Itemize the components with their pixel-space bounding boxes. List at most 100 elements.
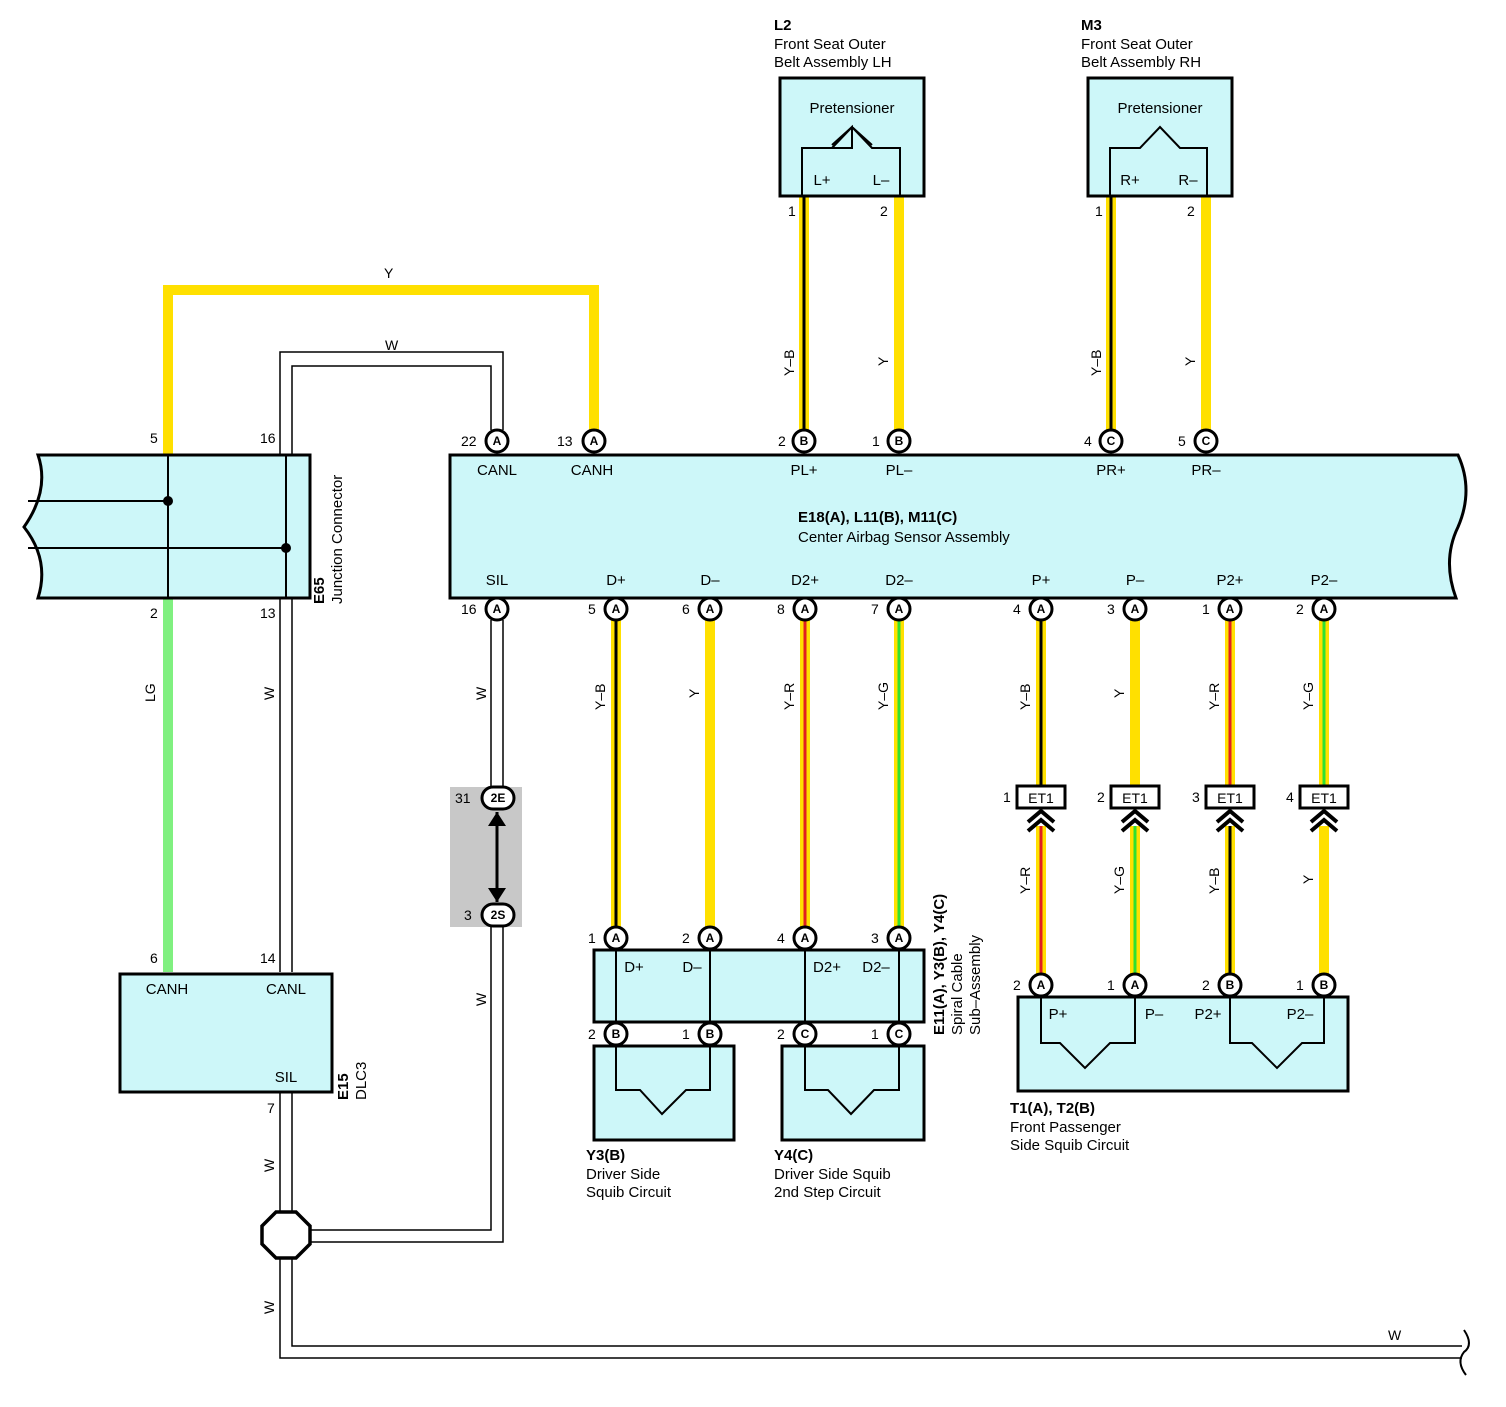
et1-connector-3: ET1 bbox=[1204, 784, 1256, 833]
m3-code: M3 bbox=[1081, 17, 1102, 34]
svg-text:1: 1 bbox=[1296, 977, 1304, 993]
wire-w-canl-inner bbox=[291, 365, 492, 455]
svg-text:Y–R: Y–R bbox=[1206, 683, 1222, 710]
svg-text:W: W bbox=[385, 337, 399, 353]
t1-component: P+ P– P2+ P2– T1(A), T2(B) Front Passeng… bbox=[1010, 995, 1350, 1154]
m3-pin-a: R+ bbox=[1120, 172, 1140, 189]
wires bbox=[163, 196, 1462, 1359]
y3-line1: Driver Side bbox=[586, 1166, 660, 1183]
spiral-code: E11(A), Y3(B), Y4(C) bbox=[931, 894, 948, 1035]
circle-y4-1: C bbox=[886, 1021, 912, 1047]
m3-pin-b: R– bbox=[1178, 172, 1198, 189]
t1-line2: Side Squib Circuit bbox=[1010, 1137, 1130, 1154]
y4-component: Y4(C) Driver Side Squib 2nd Step Circuit bbox=[774, 1044, 926, 1201]
svg-text:C: C bbox=[1202, 434, 1211, 448]
svg-text:1: 1 bbox=[588, 930, 596, 946]
circle-d2-minus: A bbox=[886, 596, 912, 622]
ecu-pin-d-minus: D– bbox=[700, 572, 720, 589]
svg-text:1: 1 bbox=[788, 203, 796, 219]
circle-2s: 2S bbox=[480, 902, 516, 928]
circle-canl: A bbox=[484, 428, 510, 454]
ecu-code: E18(A), L11(B), M11(C) bbox=[798, 509, 957, 526]
circle-p2-minus: A bbox=[1311, 596, 1337, 622]
svg-text:2E: 2E bbox=[491, 791, 506, 805]
svg-text:16: 16 bbox=[461, 601, 477, 617]
svg-text:22: 22 bbox=[461, 433, 477, 449]
svg-text:LG: LG bbox=[142, 683, 158, 702]
svg-text:2: 2 bbox=[880, 203, 888, 219]
svg-text:A: A bbox=[612, 931, 621, 945]
pin-numbers: 5 16 2 13 6 14 7 22 13 2 1 4 5 1 2 1 2 1… bbox=[150, 203, 1304, 1116]
wire-w-sil-down-b bbox=[310, 927, 504, 1243]
circle-pl-plus: B bbox=[791, 428, 817, 454]
svg-text:13: 13 bbox=[260, 605, 276, 621]
svg-text:1: 1 bbox=[1003, 789, 1011, 805]
junction-block-2e-2s bbox=[450, 787, 522, 927]
l2-line2: Belt Assembly LH bbox=[774, 54, 892, 71]
t1-pin-p2-plus: P2+ bbox=[1194, 1006, 1221, 1023]
svg-text:2: 2 bbox=[1202, 977, 1210, 993]
ecu-pin-pr-minus: PR– bbox=[1191, 462, 1221, 479]
svg-text:A: A bbox=[801, 931, 810, 945]
spiral-pin-d2-plus: D2+ bbox=[813, 959, 841, 976]
svg-text:Y: Y bbox=[1300, 874, 1316, 884]
svg-text:2: 2 bbox=[588, 1026, 596, 1042]
circle-pr-plus: C bbox=[1098, 428, 1124, 454]
circle-p-plus: A bbox=[1028, 596, 1054, 622]
svg-text:A: A bbox=[895, 931, 904, 945]
svg-text:A: A bbox=[612, 602, 621, 616]
svg-text:ET1: ET1 bbox=[1028, 790, 1054, 806]
svg-text:7: 7 bbox=[871, 601, 879, 617]
m3-component: Pretensioner R+ R– M3 Front Seat Outer B… bbox=[1081, 17, 1234, 198]
svg-text:2: 2 bbox=[777, 1026, 785, 1042]
svg-text:B: B bbox=[612, 1027, 621, 1041]
svg-text:W: W bbox=[1388, 1327, 1402, 1343]
ecu-pin-sil: SIL bbox=[486, 572, 509, 589]
ecu-pin-canl: CANL bbox=[477, 462, 517, 479]
circle-canh: A bbox=[581, 428, 607, 454]
circle-s4: A bbox=[792, 925, 818, 951]
circle-sil: A bbox=[484, 596, 510, 622]
t1-pin-p-plus: P+ bbox=[1049, 1006, 1068, 1023]
svg-text:8: 8 bbox=[777, 601, 785, 617]
svg-text:Y–R: Y–R bbox=[1017, 867, 1033, 894]
svg-text:5: 5 bbox=[1178, 433, 1186, 449]
svg-text:Y–R: Y–R bbox=[781, 683, 797, 710]
svg-text:A: A bbox=[1131, 978, 1140, 992]
svg-text:A: A bbox=[706, 931, 715, 945]
svg-text:2: 2 bbox=[1097, 789, 1105, 805]
svg-text:A: A bbox=[706, 602, 715, 616]
y3-component: Y3(B) Driver Side Squib Circuit bbox=[586, 1044, 736, 1201]
y4-line2: 2nd Step Circuit bbox=[774, 1184, 882, 1201]
circle-y3-1: B bbox=[697, 1021, 723, 1047]
et1-connector-1: ET1 bbox=[1015, 784, 1067, 833]
circle-2e: 2E bbox=[480, 785, 516, 811]
svg-text:5: 5 bbox=[588, 601, 596, 617]
svg-text:3: 3 bbox=[871, 930, 879, 946]
spiral-pin-d2-minus: D2– bbox=[862, 959, 890, 976]
svg-text:1: 1 bbox=[872, 433, 880, 449]
et1-connector-2: ET1 bbox=[1109, 784, 1161, 833]
l2-pin-a: L+ bbox=[813, 172, 830, 189]
svg-text:1: 1 bbox=[1107, 977, 1115, 993]
spiral-pin-d-minus: D– bbox=[682, 959, 702, 976]
svg-text:2S: 2S bbox=[491, 908, 506, 922]
circle-y3-2: B bbox=[603, 1021, 629, 1047]
svg-text:2: 2 bbox=[1187, 203, 1195, 219]
m3-line2: Belt Assembly RH bbox=[1081, 54, 1201, 71]
circle-t1-2: A bbox=[1028, 972, 1054, 998]
ecu-pin-p-minus: P– bbox=[1126, 572, 1145, 589]
ecu-pin-p2-plus: P2+ bbox=[1216, 572, 1243, 589]
svg-text:16: 16 bbox=[260, 430, 276, 446]
svg-text:Y–B: Y–B bbox=[1206, 868, 1222, 894]
svg-text:2: 2 bbox=[778, 433, 786, 449]
svg-text:A: A bbox=[493, 602, 502, 616]
wire-w-canl-outer bbox=[279, 351, 504, 455]
svg-text:2: 2 bbox=[150, 605, 158, 621]
l2-part-label: Pretensioner bbox=[809, 100, 894, 117]
svg-text:B: B bbox=[706, 1027, 715, 1041]
t1-code: T1(A), T2(B) bbox=[1010, 1100, 1095, 1117]
svg-text:Y–B: Y–B bbox=[781, 350, 797, 376]
svg-text:Y–G: Y–G bbox=[1300, 682, 1316, 710]
svg-text:C: C bbox=[895, 1027, 904, 1041]
